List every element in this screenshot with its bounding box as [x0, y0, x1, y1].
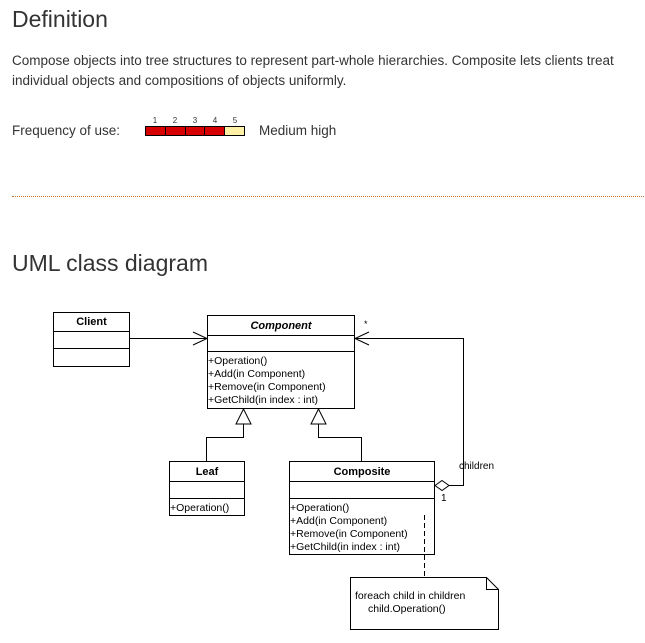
composite-operation: +Add(in Component) [290, 515, 387, 527]
children-arrowhead [353, 331, 370, 346]
composite-generalization-arrow [310, 407, 327, 425]
definition-heading: Definition [12, 6, 108, 32]
section-divider [12, 196, 644, 197]
children-role-label: children [459, 461, 494, 472]
composite-operation: +Operation() [290, 502, 349, 514]
frequency-scale-5: 5 [232, 116, 238, 125]
frequency-scale-3: 3 [192, 116, 198, 125]
frequency-text: Medium high [259, 123, 337, 138]
component-class-name: Component [250, 320, 312, 332]
aggregation-diamond [434, 479, 450, 492]
multiplicity-one-label: 1 [441, 493, 447, 504]
composite-class-box [289, 461, 435, 555]
composite-operation: +Remove(in Component) [290, 528, 408, 540]
leaf-generalization-arrow [235, 407, 252, 425]
leaf-class-box [169, 461, 245, 516]
frequency-bar [145, 126, 245, 136]
frequency-cell [165, 127, 186, 135]
composite-class-name: Composite [334, 466, 391, 478]
association-arrowhead [192, 331, 209, 346]
composite-operation: +GetChild(in index : int) [290, 541, 400, 553]
note-line: foreach child in children [355, 590, 465, 602]
frequency-cell [205, 127, 226, 135]
frequency-cell [225, 127, 244, 135]
frequency-cell [185, 127, 206, 135]
definition-description: Compose objects into tree structures to … [12, 53, 614, 88]
component-operation: +Operation() [208, 355, 267, 367]
leaf-class-name: Leaf [196, 466, 219, 478]
leaf-operation: +Operation() [170, 502, 229, 514]
children-aggregation-line [355, 338, 464, 486]
note-box [350, 577, 499, 630]
composite-inheritance-line [318, 424, 362, 461]
leaf-inheritance-line [206, 424, 244, 461]
frequency-label: Frequency of use: [12, 123, 121, 138]
uml-heading: UML class diagram [12, 250, 208, 276]
note-line: child.Operation() [368, 603, 446, 615]
frequency-scale-1: 1 [152, 116, 158, 125]
multiplicity-many-label: * [364, 319, 368, 329]
component-class-box [207, 315, 355, 409]
note-fold [486, 577, 499, 590]
client-class-name: Client [76, 316, 107, 328]
component-operation: +Remove(in Component) [208, 381, 326, 393]
frequency-cell [146, 127, 166, 135]
client-class-box [53, 312, 130, 367]
component-operation: +Add(in Component) [208, 368, 305, 380]
frequency-scale-2: 2 [172, 116, 178, 125]
frequency-scale-4: 4 [212, 116, 218, 125]
frequency-meter: 1 2 3 4 5 [145, 117, 245, 137]
component-operation: +GetChild(in index : int) [208, 394, 318, 406]
